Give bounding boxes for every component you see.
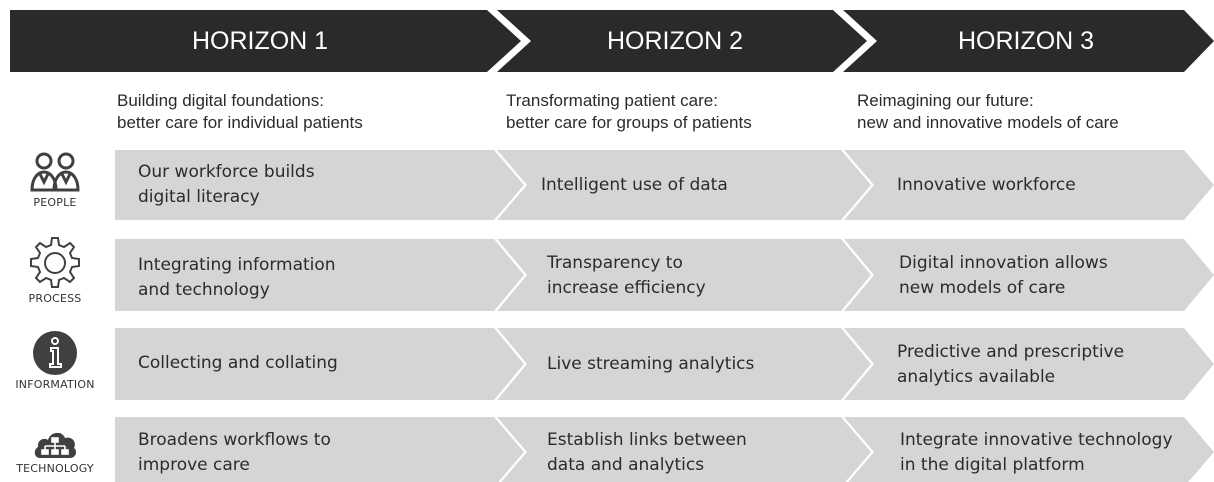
row-people-header: PEOPLE bbox=[0, 150, 110, 209]
cell-technology-h2 bbox=[497, 417, 871, 482]
technology-h2-text: Establish links between data and analyti… bbox=[547, 428, 747, 478]
horizon-1-subtitle: Building digital foundations: better car… bbox=[117, 90, 363, 134]
row-technology-cells bbox=[115, 417, 1214, 482]
cloud-network-icon bbox=[34, 432, 77, 458]
people-h2-line-1: Intelligent use of data bbox=[541, 175, 728, 195]
horizon-2-title: HORIZON 2 bbox=[606, 27, 744, 55]
people-h2-text: Intelligent use of data bbox=[541, 173, 728, 198]
technology-h2-line-2: data and analytics bbox=[547, 455, 705, 475]
technology-h1-text: Broadens workflows to improve care bbox=[138, 428, 331, 478]
row-information-label: INFORMATION bbox=[15, 378, 95, 391]
row-information-cells bbox=[115, 328, 1214, 400]
technology-h3-text: Integrate innovative technology in the d… bbox=[900, 428, 1173, 478]
horizon-3-chevron bbox=[843, 10, 1214, 72]
info-icon bbox=[33, 331, 77, 375]
cell-information-h2 bbox=[497, 328, 871, 400]
horizon-1-subtitle-line-1: Building digital foundations: bbox=[117, 91, 324, 110]
cell-process-h1 bbox=[115, 239, 524, 311]
cell-technology-h3 bbox=[844, 417, 1214, 482]
technology-h1-line-1: Broadens workflows to bbox=[138, 430, 331, 450]
row-information-header: INFORMATION bbox=[0, 330, 110, 391]
information-h3-line-2: analytics available bbox=[897, 367, 1056, 387]
cell-process-h2 bbox=[497, 239, 871, 311]
technology-h2-line-1: Establish links between bbox=[547, 430, 747, 450]
process-h1-text: Integrating information and technology bbox=[138, 253, 336, 303]
row-process-label: PROCESS bbox=[28, 292, 82, 305]
information-h2-text: Live streaming analytics bbox=[547, 352, 754, 377]
process-h1-line-2: and technology bbox=[138, 280, 270, 300]
horizon-3-subtitle-line-1: Reimagining our future: bbox=[857, 91, 1034, 110]
row-people-label: PEOPLE bbox=[33, 196, 77, 209]
process-h3-line-2: new models of care bbox=[899, 278, 1066, 298]
information-h1-text: Collecting and collating bbox=[138, 351, 338, 376]
row-people-cells bbox=[115, 150, 1214, 220]
people-h3-line-1: Innovative workforce bbox=[897, 175, 1076, 195]
process-h2-line-1: Transparency to bbox=[547, 253, 683, 273]
people-h1-line-1: Our workforce builds bbox=[138, 162, 315, 182]
horizon-1-subtitle-line-2: better care for individual patients bbox=[117, 113, 363, 132]
process-h2-text: Transparency to increase efficiency bbox=[547, 251, 706, 301]
row-technology-label: TECHNOLOGY bbox=[16, 462, 94, 475]
people-h1-line-2: digital literacy bbox=[138, 187, 260, 207]
row-process-cells bbox=[115, 239, 1214, 311]
cell-process-h3 bbox=[844, 239, 1214, 311]
people-h1-text: Our workforce builds digital literacy bbox=[138, 160, 315, 210]
cell-people-h3 bbox=[844, 150, 1214, 220]
row-process-header: PROCESS bbox=[0, 236, 110, 305]
technology-h1-line-2: improve care bbox=[138, 455, 250, 475]
horizon-2-subtitle-line-2: better care for groups of patients bbox=[506, 113, 752, 132]
process-h3-line-1: Digital innovation allows bbox=[899, 253, 1108, 273]
information-h3-text: Predictive and prescriptive analytics av… bbox=[897, 340, 1124, 390]
cell-people-h1 bbox=[115, 150, 524, 220]
horizon-3-subtitle-line-2: new and innovative models of care bbox=[857, 113, 1119, 132]
horizon-2-chevron bbox=[497, 10, 867, 72]
cell-people-h2 bbox=[497, 150, 871, 220]
people-h3-text: Innovative workforce bbox=[897, 173, 1076, 198]
process-h1-line-1: Integrating information bbox=[138, 255, 336, 275]
cell-information-h1 bbox=[115, 328, 524, 400]
information-h2-line-1: Live streaming analytics bbox=[547, 354, 755, 374]
horizon-3-subtitle: Reimagining our future: new and innovati… bbox=[857, 90, 1119, 134]
information-h3-line-1: Predictive and prescriptive bbox=[897, 342, 1125, 362]
process-h3-text: Digital innovation allows new models of … bbox=[899, 251, 1108, 301]
information-h1-line-1: Collecting and collating bbox=[138, 353, 338, 373]
technology-h3-line-2: in the digital platform bbox=[900, 455, 1085, 475]
horizon-2-subtitle-line-1: Transformating patient care: bbox=[506, 91, 718, 110]
cell-information-h3 bbox=[844, 328, 1214, 400]
cell-technology-h1 bbox=[115, 417, 524, 482]
technology-h3-line-1: Integrate innovative technology bbox=[900, 430, 1173, 450]
people-icon bbox=[30, 152, 80, 192]
row-technology-header: TECHNOLOGY bbox=[0, 426, 110, 475]
horizon-1-title: HORIZON 1 bbox=[191, 27, 329, 55]
horizon-2-subtitle: Transformating patient care: better care… bbox=[506, 90, 752, 134]
gear-icon bbox=[30, 237, 80, 288]
horizon-3-title: HORIZON 3 bbox=[957, 27, 1095, 55]
horizon-1-chevron bbox=[10, 10, 521, 72]
process-h2-line-2: increase efficiency bbox=[547, 278, 706, 298]
